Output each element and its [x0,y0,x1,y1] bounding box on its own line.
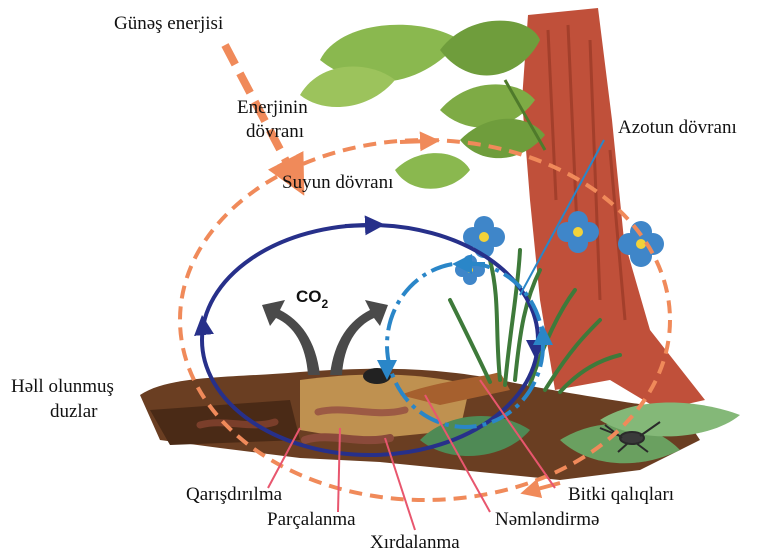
label-solar-energy: Günəş enerjisi [114,13,223,35]
label-nitrogen-cycle: Azotun dövranı [618,117,737,139]
label-mixing: Qarışdırılma [186,484,282,506]
co2-arrows-icon [262,300,388,375]
label-decomposition: Parçalanma [267,509,356,531]
label-plant-residues: Bitki qalıqları [568,484,674,506]
water-cycle-arrow-left [203,325,204,335]
tree-trunk [522,8,705,410]
leaves-icon [300,21,545,189]
label-moistening: Nəmləndirmə [495,509,599,531]
label-crushing: Xırdalanma [370,532,460,554]
co2-label: CO2 [296,287,329,311]
water-cycle-arrow-top [345,225,375,226]
label-dissolved-salts-line1: Həll olunmuş [11,376,114,398]
label-dissolved-salts-line2: duzlar [50,401,97,423]
label-energy-cycle-line2: dövranı [246,121,304,143]
label-water-cycle: Suyun dövranı [282,172,393,194]
label-energy-cycle-line1: Enerjinin [237,97,308,119]
energy-cycle-arrow-top [400,141,430,142]
